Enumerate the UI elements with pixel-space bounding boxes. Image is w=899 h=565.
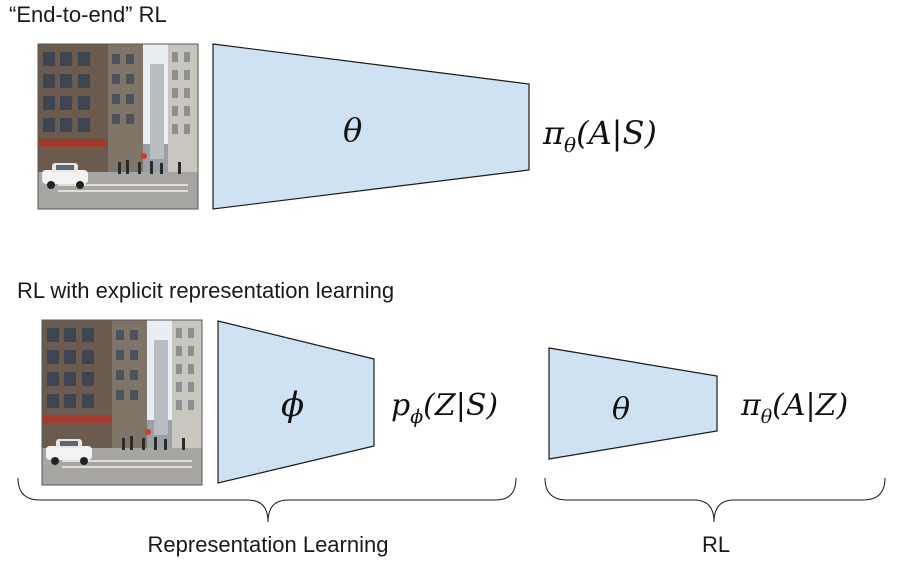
- brace-label-rl: RL: [702, 532, 730, 557]
- representation-formula: pϕ(Z|S): [391, 388, 498, 428]
- city-street-photo-icon: [41, 319, 203, 486]
- encoder-network-theta: [212, 43, 530, 210]
- section-title-end-to-end: “End-to-end” RL: [9, 2, 167, 27]
- brace-representation-learning: [17, 477, 517, 523]
- policy-network-theta: [548, 347, 718, 460]
- encoder-network-phi: [217, 320, 375, 484]
- city-street-photo-icon: [37, 43, 199, 210]
- brace-label-representation-learning: Representation Learning: [148, 532, 389, 557]
- encoder-symbol-theta: θ: [343, 111, 362, 149]
- policy-formula-explicit: πθ(A|Z): [740, 388, 848, 428]
- encoder-symbol-phi: ϕ: [281, 385, 304, 425]
- brace-rl: [544, 477, 886, 523]
- policy-formula-end-to-end: πθ(A|S): [542, 114, 657, 157]
- section-title-explicit: RL with explicit representation learning: [17, 278, 394, 303]
- policy-symbol-theta: θ: [612, 392, 630, 427]
